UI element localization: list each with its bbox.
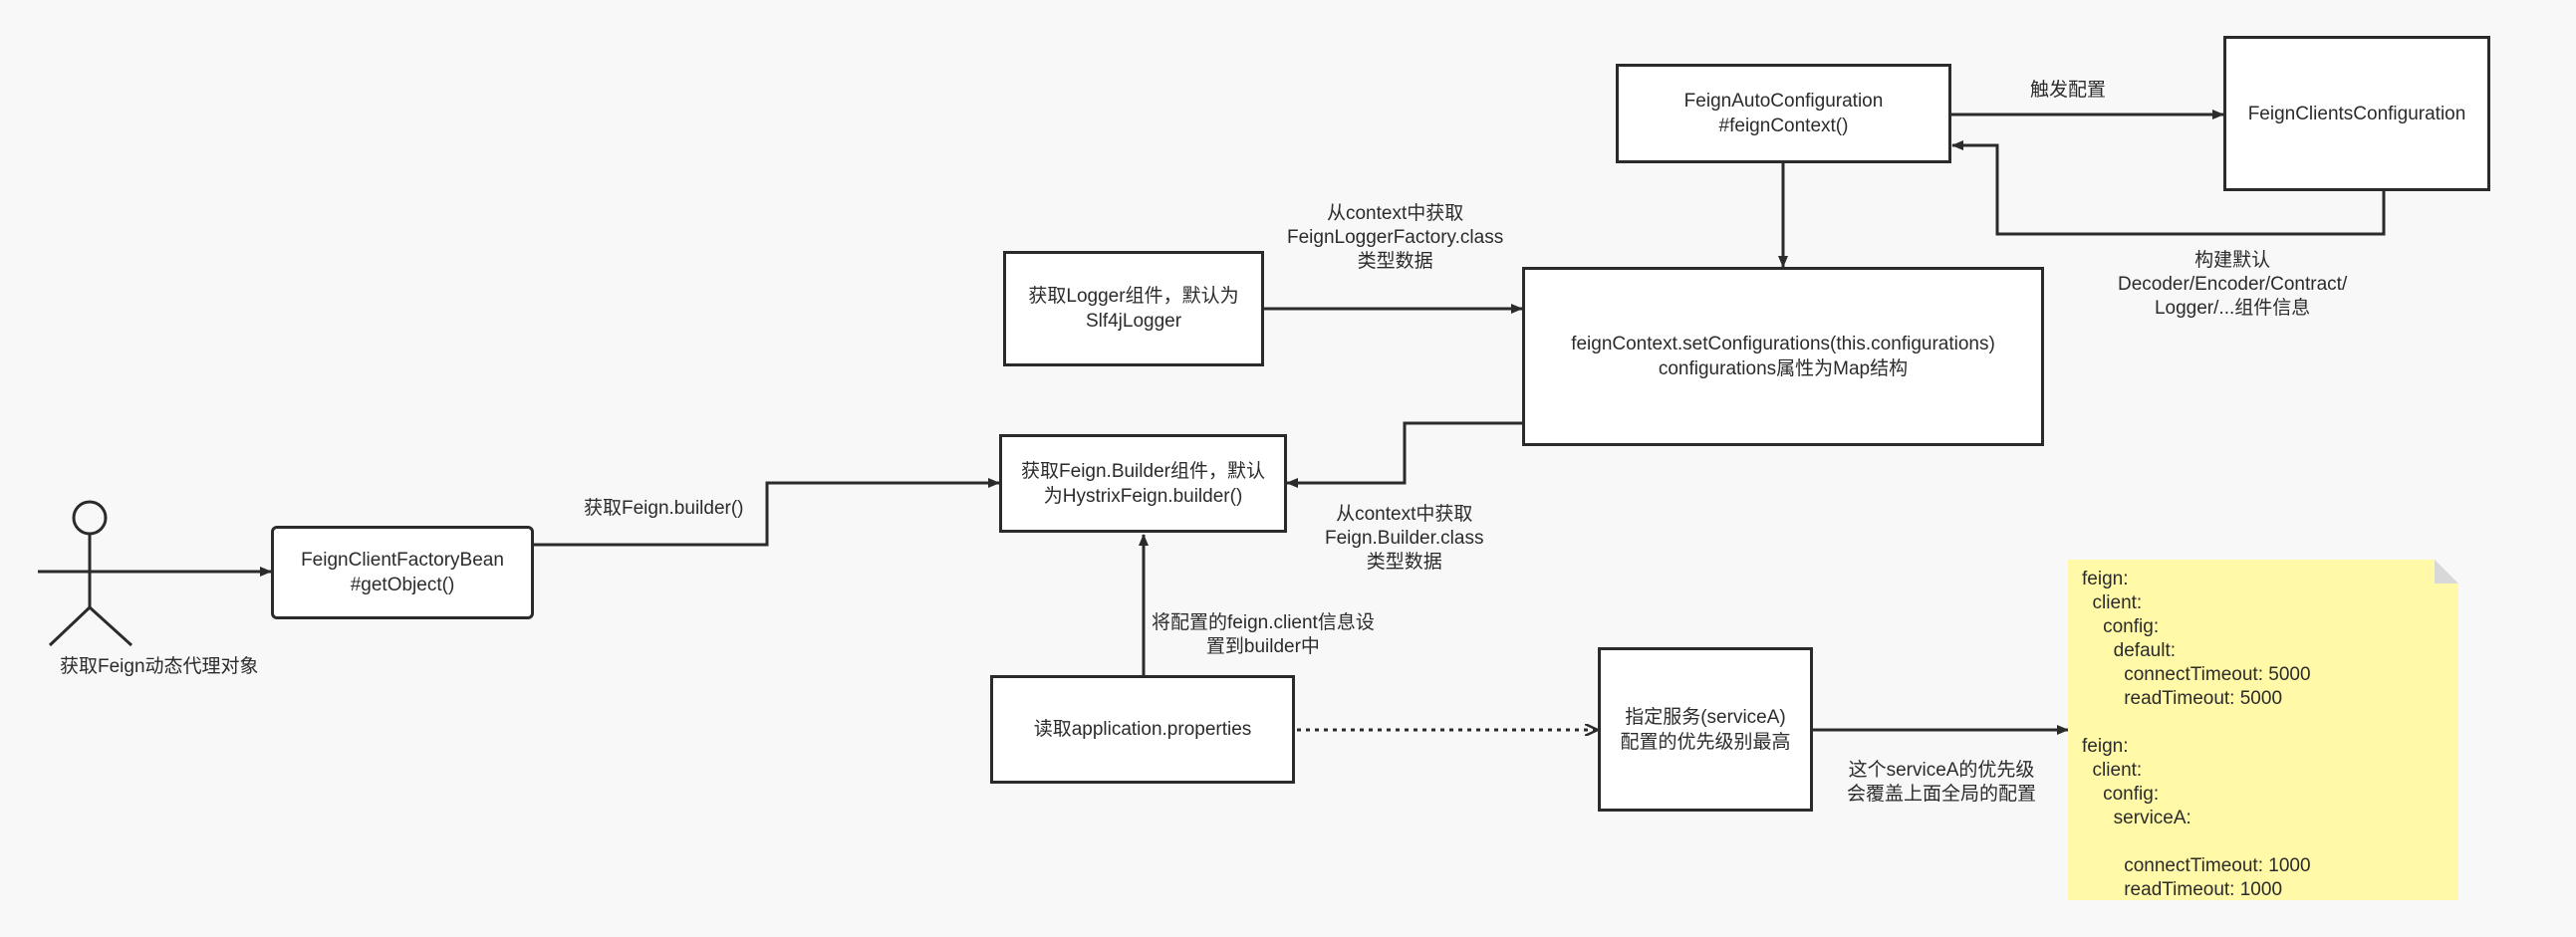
auto-config-box[interactable]: FeignAutoConfiguration #feignContext()	[1616, 64, 1951, 163]
builder-line2: 为HystrixFeign.builder()	[1043, 485, 1243, 507]
label-builder-from-context-line2: Feign.Builder.class	[1325, 528, 1484, 549]
edge-factory-to-builder	[534, 478, 1000, 547]
config-note-text: feign: client: config: default: connectT…	[2082, 569, 2311, 900]
edge-clientsconfig-to-autoconfig	[1951, 140, 2386, 236]
label-logger-from-context: 从context中获取 FeignLoggerFactory.class 类型数…	[1287, 202, 1503, 274]
builder-box[interactable]: 获取Feign.Builder组件，默认 为HystrixFeign.build…	[999, 434, 1287, 533]
auto-config-line2: #feignContext()	[1718, 116, 1849, 136]
factory-bean-line2: #getObject()	[350, 575, 455, 595]
label-logger-from-context-line1: 从context中获取	[1326, 203, 1464, 224]
label-logger-from-context-line3: 类型数据	[1357, 251, 1433, 272]
label-builder-from-context-line1: 从context中获取	[1336, 504, 1473, 525]
factory-bean-line1: FeignClientFactoryBean	[301, 550, 504, 571]
label-get-builder: 获取Feign.builder()	[584, 498, 744, 519]
label-builder-from-context: 从context中获取 Feign.Builder.class 类型数据	[1325, 503, 1483, 575]
logger-line1: 获取Logger组件，默认为	[1028, 286, 1239, 307]
label-logger-from-context-line2: FeignLoggerFactory.class	[1287, 227, 1504, 248]
label-set-to-builder: 将配置的feign.client信息设 置到builder中	[1152, 611, 1375, 659]
service-a-line2: 配置的优先级别最高	[1620, 731, 1791, 753]
label-trigger-config: 触发配置	[2030, 80, 2107, 101]
app-properties-line1: 读取application.properties	[1033, 719, 1252, 740]
config-note[interactable]: feign: client: config: default: connectT…	[2068, 560, 2458, 900]
app-properties-box[interactable]: 读取application.properties	[990, 675, 1295, 784]
builder-line1: 获取Feign.Builder组件，默认	[1021, 460, 1265, 482]
label-build-defaults-line1: 构建默认	[2194, 250, 2271, 271]
label-service-override: 这个serviceA的优先级 会覆盖上面全局的配置	[1847, 759, 2036, 807]
label-service-override-line2: 会覆盖上面全局的配置	[1847, 784, 2037, 805]
label-builder-from-context-line3: 类型数据	[1366, 552, 1442, 573]
label-set-to-builder-line1: 将配置的feign.client信息设	[1152, 612, 1375, 633]
logger-line2: Slf4jLogger	[1085, 311, 1182, 332]
label-build-defaults: 构建默认 Decoder/Encoder/Contract/ Logger/..…	[2118, 249, 2347, 321]
clients-config-box[interactable]: FeignClientsConfiguration	[2223, 36, 2490, 191]
logger-box[interactable]: 获取Logger组件，默认为 Slf4jLogger	[1003, 251, 1264, 366]
feign-context-line1: feignContext.setConfigurations(this.conf…	[1571, 334, 1995, 354]
auto-config-line1: FeignAutoConfiguration	[1683, 91, 1884, 112]
clients-config-line1: FeignClientsConfiguration	[2247, 103, 2466, 124]
actor-label: 获取Feign动态代理对象	[60, 656, 259, 677]
label-set-to-builder-line2: 置到builder中	[1205, 636, 1320, 657]
actor-head	[72, 500, 108, 536]
edge-context-to-builder	[1286, 421, 1522, 488]
feign-context-box[interactable]: feignContext.setConfigurations(this.conf…	[1522, 267, 2044, 446]
service-a-box[interactable]: 指定服务(serviceA) 配置的优先级别最高	[1598, 647, 1813, 812]
factory-bean-box[interactable]: FeignClientFactoryBean #getObject()	[271, 526, 534, 619]
note-fold-corner	[2435, 560, 2458, 584]
label-service-override-line1: 这个serviceA的优先级	[1848, 760, 2035, 781]
label-build-defaults-line3: Logger/...组件信息	[2154, 298, 2311, 319]
service-a-line1: 指定服务(serviceA)	[1625, 706, 1786, 728]
feign-context-line2: configurations属性为Map结构	[1658, 358, 1909, 379]
label-build-defaults-line2: Decoder/Encoder/Contract/	[2118, 274, 2348, 295]
actor-figure	[38, 500, 141, 647]
